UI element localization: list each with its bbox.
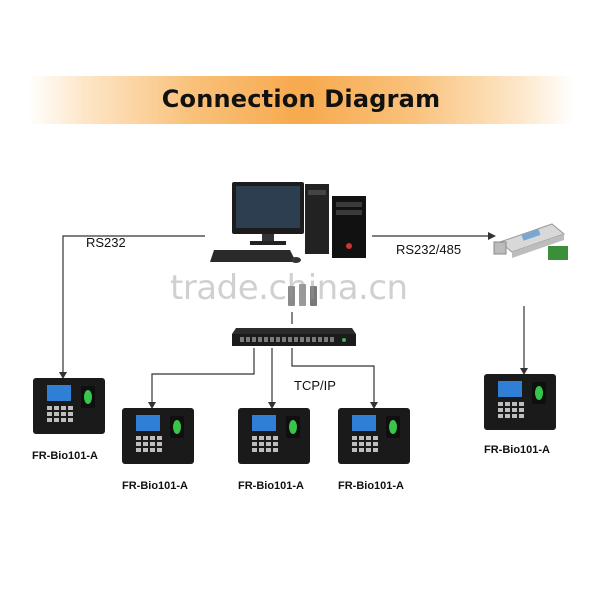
rs232-label: RS232 [86,235,126,250]
arrowhead [268,402,276,409]
fingerprint-terminal-icon [122,408,194,464]
rs232-485-label: RS232/485 [396,242,462,257]
device-label-5: FR-Bio101-A [484,444,551,456]
fingerprint-terminal-icon [33,378,105,434]
tcpip-line-3 [291,348,375,404]
tcpip-label: TCP/IP [294,378,336,393]
arrowhead [370,402,378,409]
arrowhead [520,368,528,375]
device-label-4: FR-Bio101-A [338,480,405,492]
title-banner: Connection Diagram [28,76,574,124]
diagram-title: Connection Diagram [161,85,441,113]
arrowhead [148,402,156,409]
computer-icon [210,182,366,263]
device-label-2: FR-Bio101-A [122,480,189,492]
arrowhead [59,372,67,379]
fingerprint-terminal-icon [338,408,410,464]
rs232-line [62,235,205,374]
tcpip-line-1 [151,348,255,404]
network-switch-icon [232,328,356,346]
device-label-3: FR-Bio101-A [238,480,305,492]
arrowhead [488,232,496,240]
usb-drive-icon [288,284,317,306]
watermark: trade.china.cn [170,268,408,308]
fingerprint-terminal-icon [484,374,556,430]
fingerprint-terminal-icon [238,408,310,464]
device-label-1: FR-Bio101-A [32,450,99,462]
rs232-485-converter-icon [493,223,568,260]
